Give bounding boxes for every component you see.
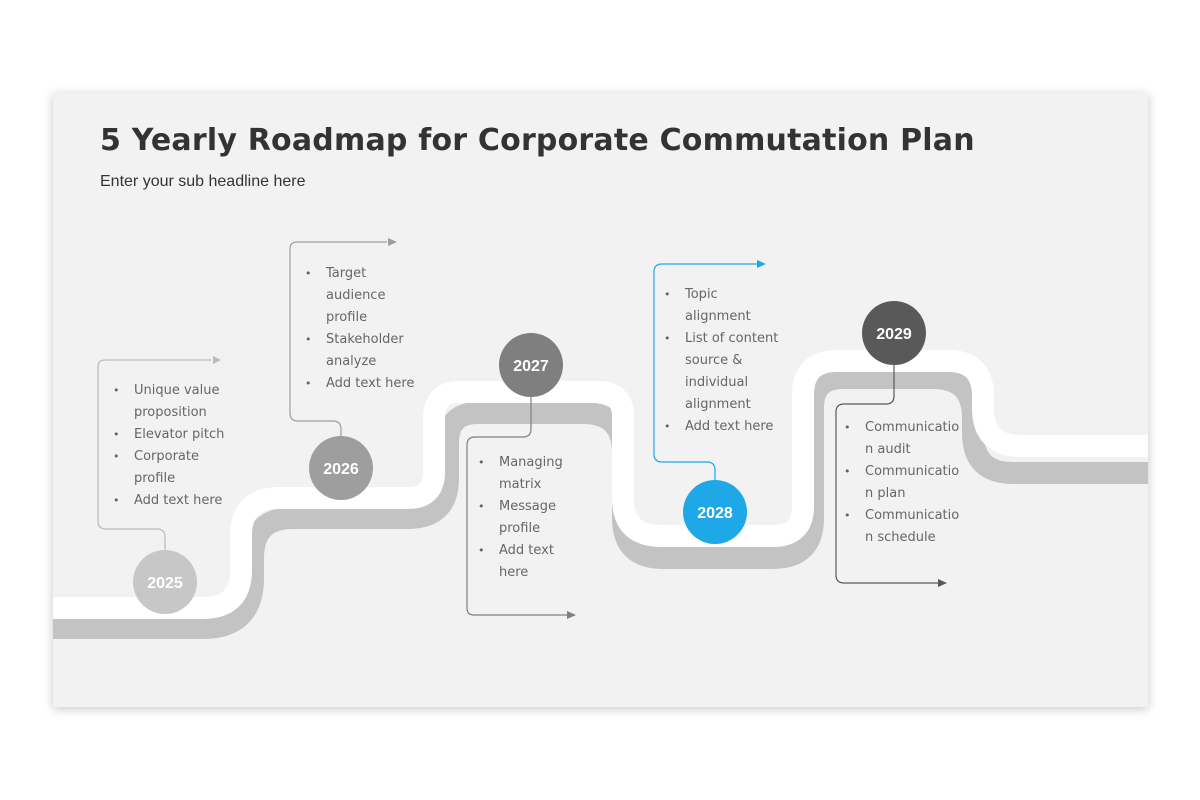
connector-2027 [466,397,567,616]
list-item: List of content source & individual alig… [650,328,786,416]
milestone-2027: 2027 [499,333,563,397]
slide: 5 Yearly Roadmap for Corporate Commutati… [53,93,1148,707]
milestone-2029: 2029 [862,301,926,365]
list-item: Add text here [99,490,227,512]
list-item: Add text here [291,373,417,395]
list-item: Managing matrix [464,452,582,496]
arrowhead-2028 [757,260,766,268]
list-item: Target audience profile [291,263,417,329]
list-item: Add text here [464,540,582,584]
page-subtitle: Enter your sub headline here [100,173,306,190]
milestone-2028: 2028 [683,480,747,544]
list-item: Topic alignment [650,284,786,328]
bullet-list-2027: Managing matrix Message profile Add text… [464,452,582,584]
arrowhead-2026 [388,238,397,246]
year-circle-2028 [683,480,747,544]
year-label-2027: 2027 [513,358,549,375]
year-label-2026: 2026 [323,461,359,478]
year-circle-2027 [499,333,563,397]
list-item: Message profile [464,496,582,540]
list-item: Stakeholder analyze [291,329,417,373]
bullet-list-2025: Unique value proposition Elevator pitch … [99,380,227,512]
list-item: Corporate profile [99,446,227,490]
list-item: Communication schedule [830,505,964,549]
year-circle-2025 [133,550,197,614]
year-label-2029: 2029 [876,326,912,343]
year-circle-2026 [309,436,373,500]
bullet-list-2026: Target audience profile Stakeholder anal… [291,263,417,395]
roadmap-diagram: 2025 2026 2027 2028 2029 [53,238,1148,639]
bullet-list-2029: Communication audit Communication plan C… [830,417,964,549]
arrowhead-2025 [213,356,221,364]
page-title: 5 Yearly Roadmap for Corporate Commutati… [100,123,975,158]
connector-2028 [653,263,757,480]
year-label-2025: 2025 [147,575,183,592]
milestone-2026: 2026 [309,436,373,500]
list-item: Communication plan [830,461,964,505]
list-item: Unique value proposition [99,380,227,424]
arrowhead-2027 [567,611,576,619]
list-item: Elevator pitch [99,424,227,446]
milestone-2025: 2025 [133,550,197,614]
list-item: Add text here [650,416,786,438]
road-surface [53,350,1148,619]
year-circle-2029 [862,301,926,365]
connector-2029 [835,365,938,584]
arrowhead-2029 [938,579,947,587]
connector-2026 [289,241,387,436]
year-label-2028: 2028 [697,505,733,522]
list-item: Communication audit [830,417,964,461]
bullet-list-2028: Topic alignment List of content source &… [650,284,786,438]
connector-2025 [97,359,211,550]
